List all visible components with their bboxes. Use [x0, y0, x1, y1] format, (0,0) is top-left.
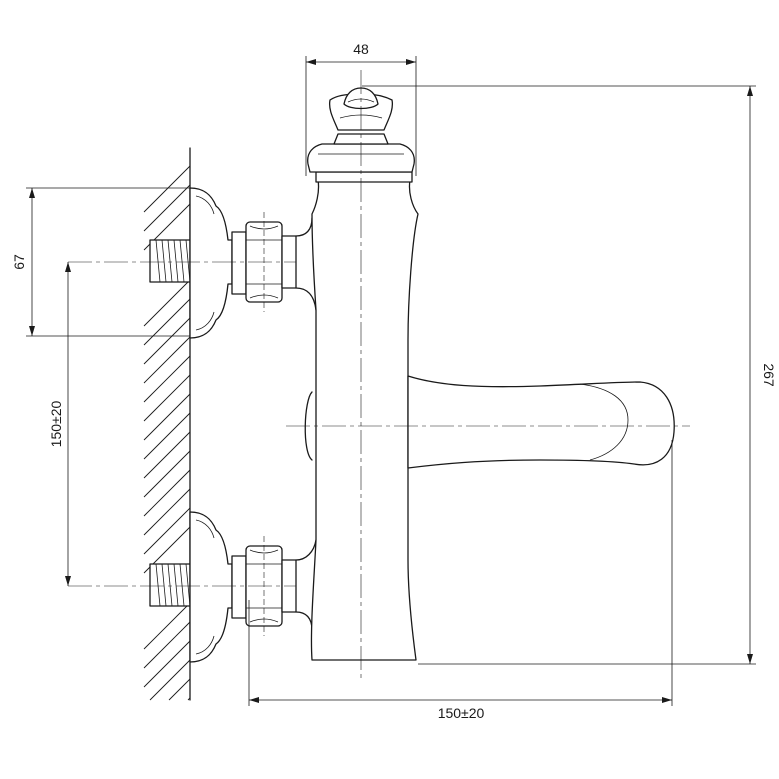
- spout: [407, 375, 675, 469]
- wall-hatch-line: [143, 450, 191, 498]
- dimension-projection-label: 150±20: [438, 705, 485, 721]
- dimension-total-height-label: 267: [761, 363, 777, 387]
- wall-hatch-line: [143, 507, 191, 555]
- lower-inlet-connector: [149, 511, 297, 663]
- wall-hatch-line: [143, 412, 191, 460]
- wall-hatch-line: [149, 659, 191, 701]
- wall-hatch-line: [143, 602, 191, 650]
- wall-hatch-line: [143, 621, 191, 669]
- wall-hatch-line: [143, 355, 191, 403]
- wall-section: [143, 147, 191, 701]
- wall-hatch-line: [143, 317, 191, 365]
- mixer-cylinder-body: [310, 171, 419, 661]
- wall-hatch-line: [143, 431, 191, 479]
- wall-hatch-line: [143, 165, 191, 213]
- wall-hatch-line: [143, 298, 191, 346]
- dimension-lines: [26, 56, 756, 706]
- wall-hatch-line: [143, 393, 191, 441]
- dimension-upper-offset-label: 67: [11, 254, 27, 270]
- wall-hatch-line: [187, 697, 191, 701]
- center-lines: [68, 70, 690, 680]
- wall-hatch-line: [143, 469, 191, 517]
- wall-hatch-line: [143, 184, 191, 232]
- dimension-top-width-label: 48: [353, 41, 369, 57]
- wall-hatch-line: [143, 640, 191, 688]
- dimension-inlet-spacing-label: 150±20: [48, 400, 64, 447]
- wall-hatch-line: [143, 279, 191, 327]
- wall-hatch-line: [168, 678, 191, 701]
- wall-hatch-line: [143, 336, 191, 384]
- wall-hatch-line: [143, 374, 191, 422]
- upper-inlet-connector: [149, 187, 297, 339]
- wall-hatch-line: [143, 488, 191, 536]
